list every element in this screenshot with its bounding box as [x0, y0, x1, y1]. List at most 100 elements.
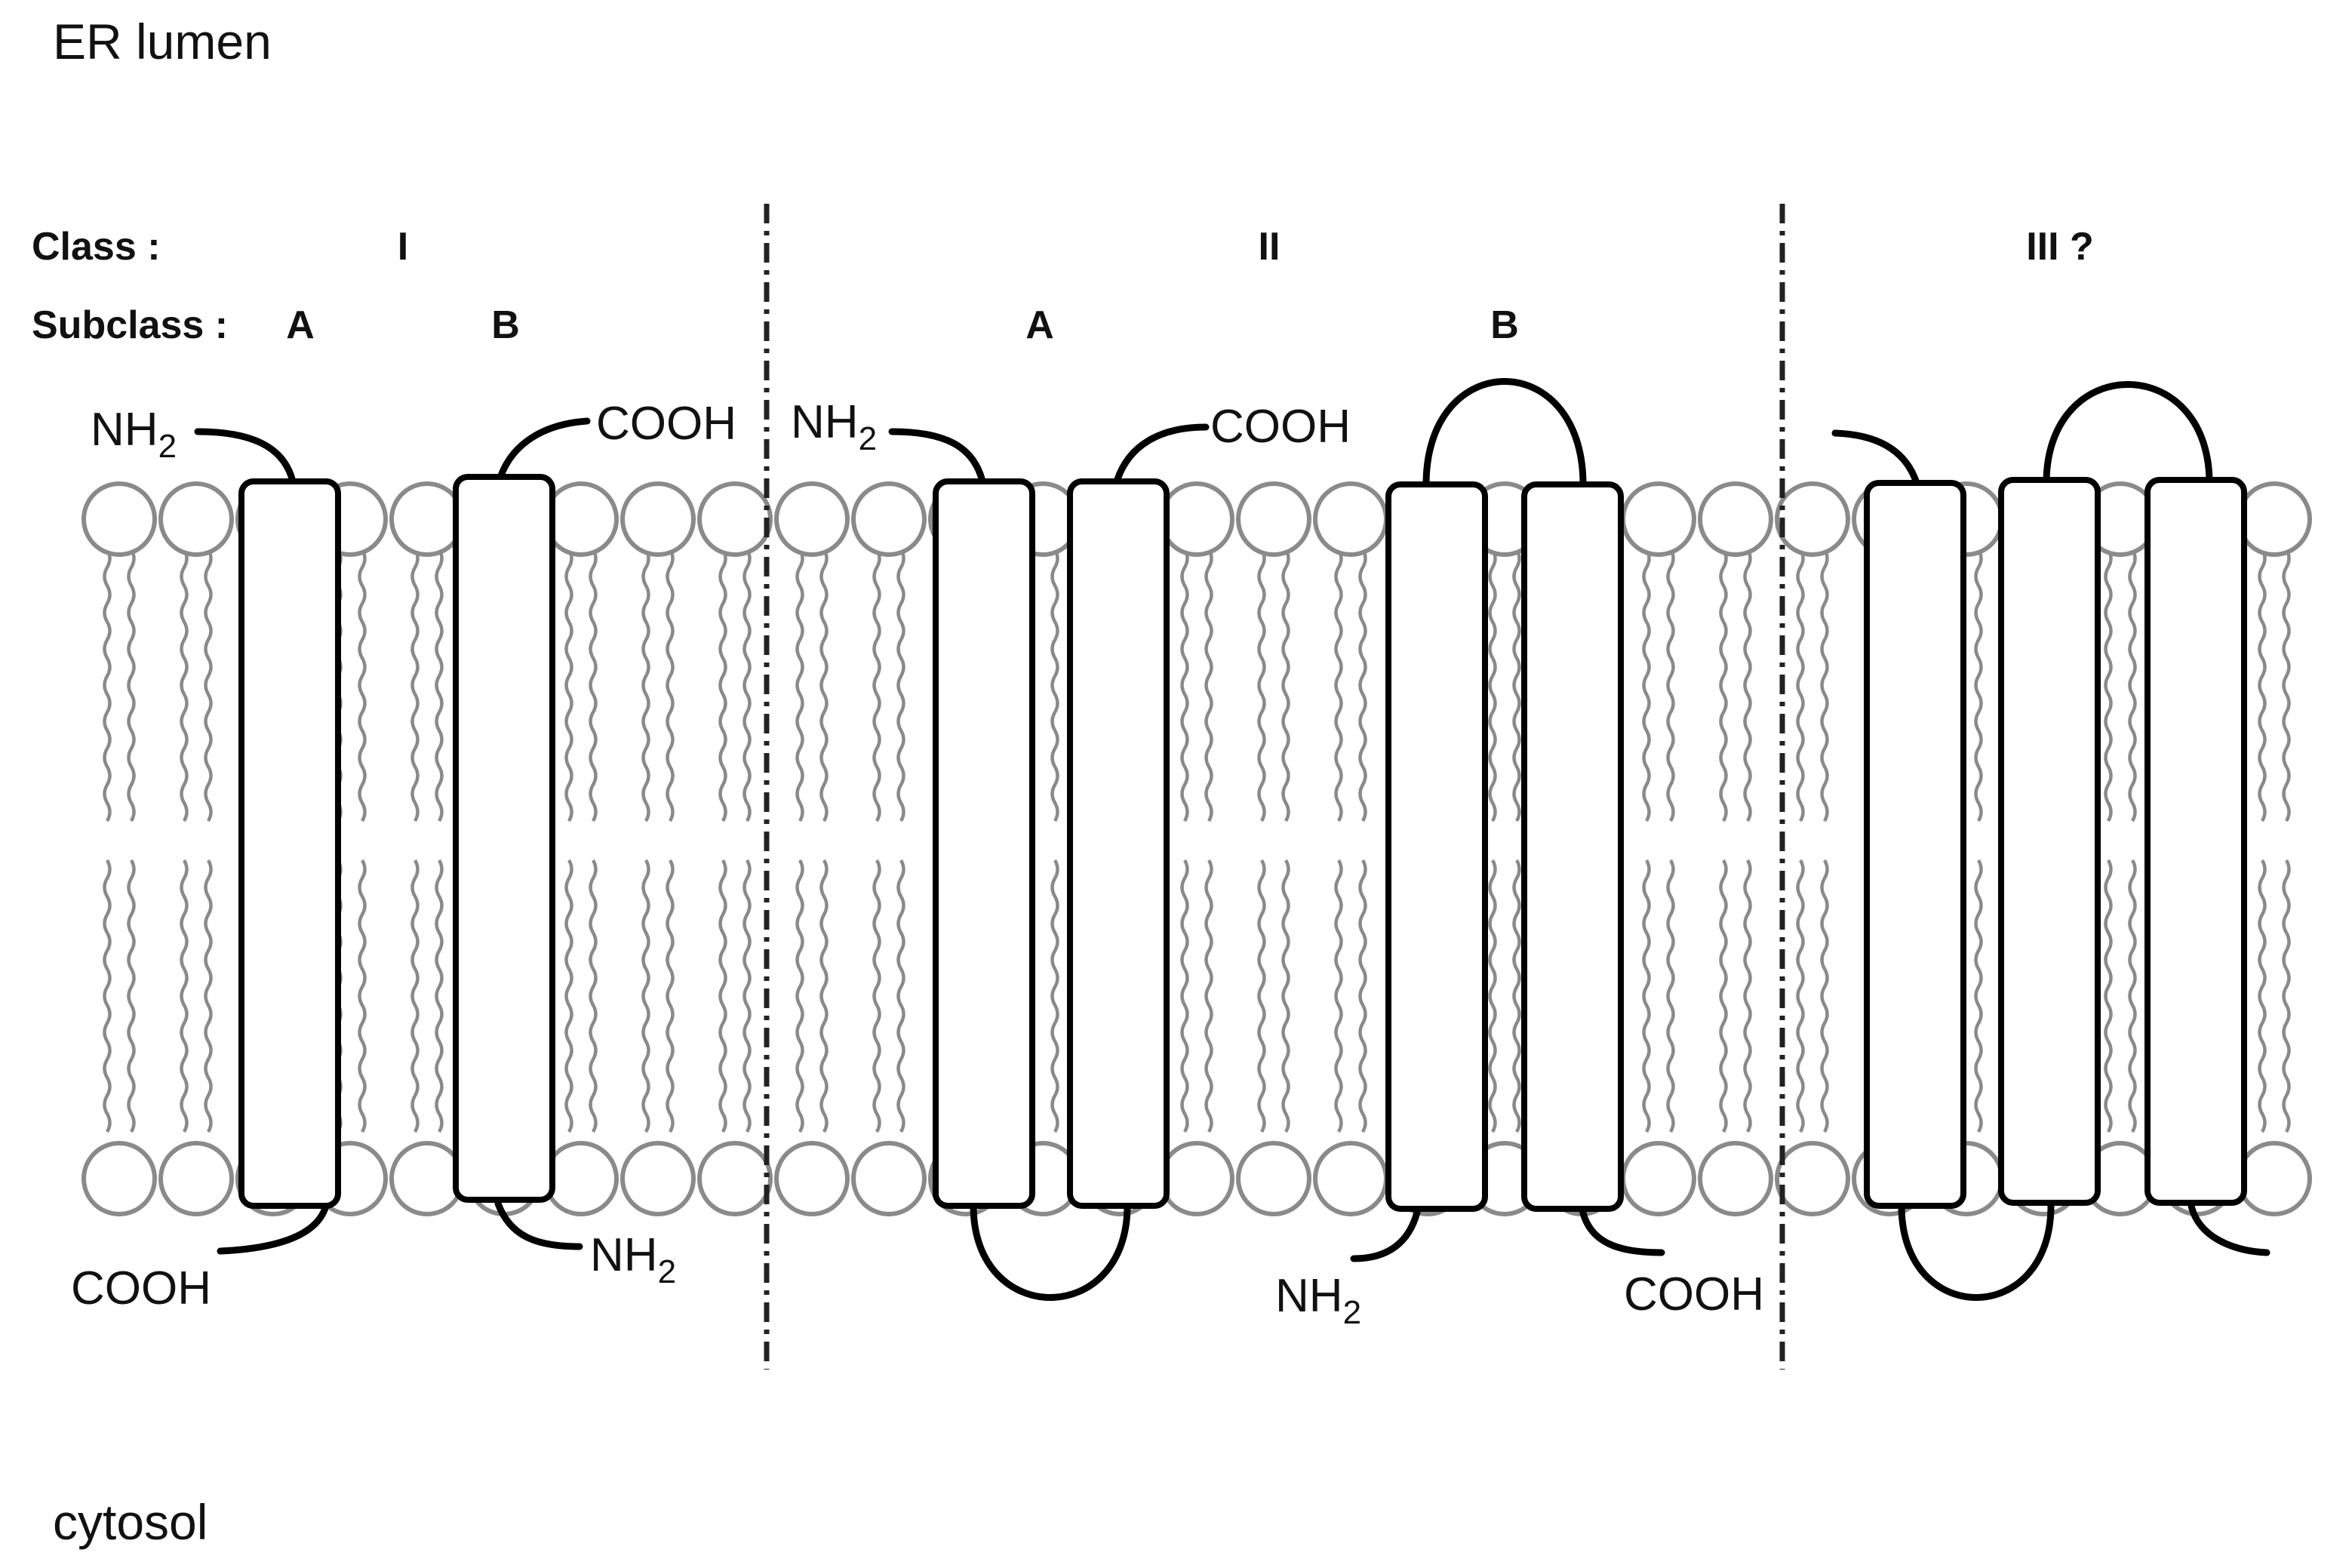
lipid-head — [158, 1141, 234, 1216]
lipid-tail — [358, 548, 367, 822]
lipid-tail — [589, 548, 598, 822]
lipid-tail — [2104, 548, 2113, 822]
lipid-head — [774, 481, 850, 557]
lipid-tail — [410, 859, 420, 1133]
class-2-label: II — [1259, 225, 1281, 269]
lipid-head — [2237, 1141, 2312, 1216]
lipid-tail — [1204, 859, 1213, 1133]
lipid-head — [2237, 481, 2312, 557]
lipid-tail — [819, 548, 829, 822]
er-lumen-label: ER lumen — [53, 14, 272, 69]
lipid-tail — [1719, 548, 1728, 822]
lipid-head — [1775, 481, 1850, 557]
lipid-tail — [204, 548, 213, 822]
class-1a-n-terminus-line — [194, 428, 297, 485]
lipid-tail — [1512, 859, 1521, 1133]
lipid-tail — [872, 859, 881, 1133]
lipid-tail — [1257, 859, 1266, 1133]
tm-helix-class-3-3 — [2144, 477, 2247, 1206]
tm-helix-class-1b — [453, 474, 555, 1203]
lipid-tail — [1666, 548, 1675, 822]
lipid-tail — [795, 548, 804, 822]
tm-helix-class-1a — [238, 478, 341, 1209]
lipid-tail — [1281, 548, 1290, 822]
subclass-2a-label: A — [1025, 303, 1054, 347]
lipid-tail — [1719, 859, 1728, 1133]
class-1a-n-terminus-label: NH2 — [91, 404, 177, 465]
class-3-label: III ? — [2026, 225, 2094, 269]
lipid-head — [543, 481, 619, 557]
class-2a-c-terminus-label: COOH — [1210, 401, 1351, 453]
lipid-tail — [358, 859, 367, 1133]
lipid-tail — [718, 548, 727, 822]
class-3-cytosolic-terminus-line — [2188, 1202, 2271, 1256]
class-3-cytosolic-loop — [1898, 1202, 2055, 1301]
lipid-tail — [718, 859, 727, 1133]
lipid-head — [158, 481, 234, 557]
lipid-tail — [1820, 548, 1829, 822]
lipid-tail — [1334, 859, 1343, 1133]
lipid-tail — [872, 548, 881, 822]
class-1a-c-terminus-label: COOH — [71, 1262, 211, 1314]
lipid-tail — [435, 859, 444, 1133]
class-2b-c-terminus-label: COOH — [1624, 1268, 1764, 1321]
lipid-tail — [1281, 859, 1290, 1133]
subclass-2b-label: B — [1490, 303, 1519, 347]
lipid-tail — [1257, 548, 1266, 822]
lipid-tail — [127, 859, 136, 1133]
lipid-tail — [103, 548, 112, 822]
class-2b-lumenal-loop — [1422, 378, 1587, 488]
lipid-tail — [742, 548, 752, 822]
lipid-tail — [742, 859, 752, 1133]
class-2a-cytosolic-loop — [970, 1202, 1131, 1301]
lipid-head — [389, 481, 465, 557]
lipid-tail — [1488, 859, 1497, 1133]
lipid-head — [620, 481, 696, 557]
lipid-tail — [1180, 548, 1189, 822]
lipid-head — [1621, 481, 1696, 557]
tm-helix-class-3-2 — [1998, 477, 2101, 1206]
lipid-tail — [2128, 859, 2137, 1133]
lipid-tail — [2282, 859, 2291, 1133]
lipid-tail — [435, 548, 444, 822]
class-3-lumenal-terminus-line — [1831, 429, 1920, 487]
lipid-tail — [410, 548, 420, 822]
lipid-tail — [641, 548, 650, 822]
lipid-tail — [1488, 548, 1497, 822]
subclass-1a-label: A — [286, 303, 315, 347]
lipid-tail — [795, 859, 804, 1133]
lipid-tail — [1180, 859, 1189, 1133]
class-1b-n-terminus-line — [494, 1200, 583, 1250]
lipid-tail — [1512, 548, 1521, 822]
lipid-tail — [127, 548, 136, 822]
lipid-head — [1159, 481, 1234, 557]
lipid-tail — [1358, 548, 1367, 822]
class-1b-c-terminus-line — [497, 417, 591, 479]
lipid-tail — [180, 859, 189, 1133]
lipid-head — [1775, 1141, 1850, 1216]
lipid-tail — [1974, 548, 1983, 822]
lipid-head — [1313, 481, 1388, 557]
subclass-header: Subclass : A B A B — [32, 303, 1519, 347]
transmembrane-helices — [238, 474, 2247, 1212]
tm-helix-class-2b-1 — [1385, 481, 1488, 1212]
lipid-tail — [1820, 859, 1829, 1133]
class-header: Class : I II III ? — [32, 225, 2094, 269]
tm-helix-class-3-1 — [1864, 480, 1966, 1209]
lipid-tail — [1796, 859, 1805, 1133]
class-2b-c-terminus-line — [1578, 1202, 1665, 1256]
lipid-tail — [641, 859, 650, 1133]
lipid-tail — [1204, 548, 1213, 822]
protein-loops — [194, 378, 2271, 1301]
lipid-tail — [589, 859, 598, 1133]
lipid-tail — [2282, 548, 2291, 822]
subclass-row-label: Subclass : — [32, 303, 228, 347]
lipid-tail — [2258, 859, 2267, 1133]
tm-helix-class-2b-2 — [1521, 481, 1624, 1212]
lipid-tail — [204, 859, 213, 1133]
class-1a-c-terminus-line — [217, 1202, 330, 1255]
terminus-labels: NH2 COOH COOH NH2 NH2 COOH NH2 COOH — [71, 396, 1764, 1331]
lipid-tail — [2128, 548, 2137, 822]
lipid-tail — [564, 859, 573, 1133]
